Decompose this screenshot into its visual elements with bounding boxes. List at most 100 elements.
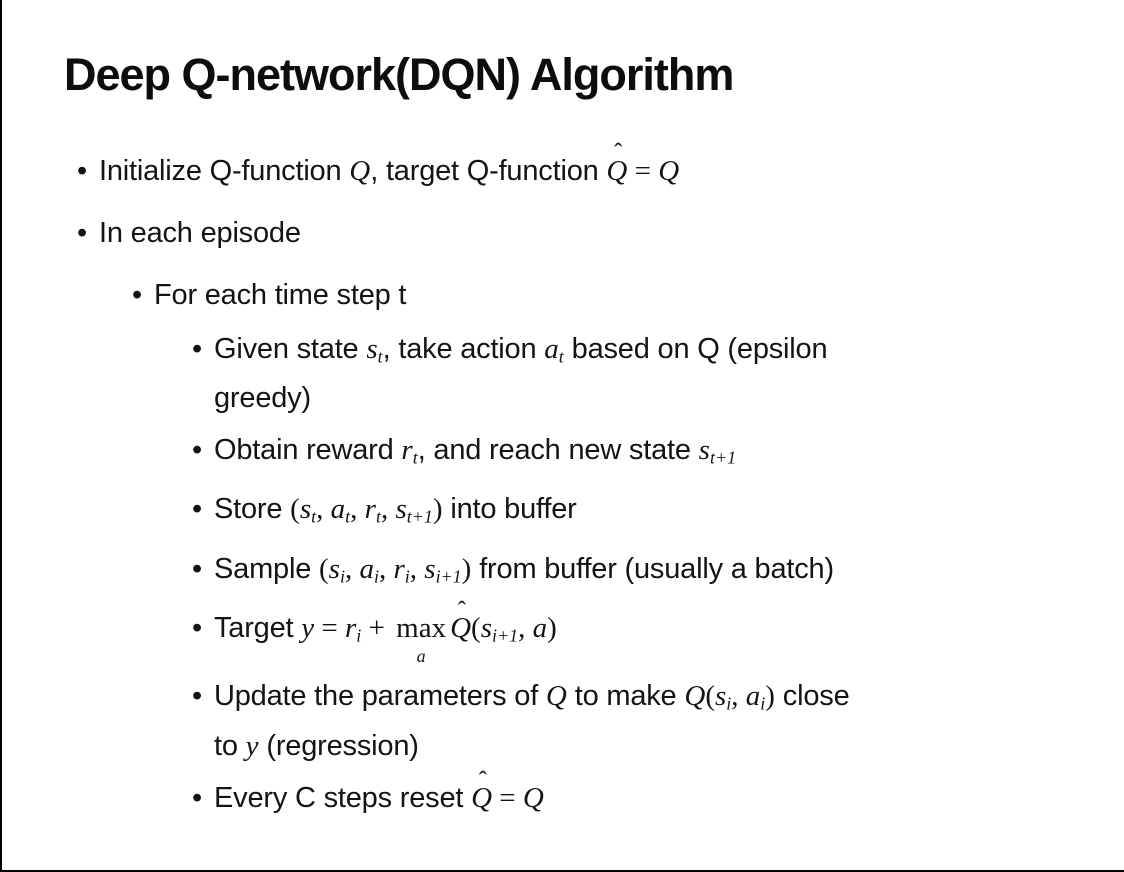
text-segment: Obtain reward [214,433,402,466]
math-variable: Q [606,154,628,187]
text-segment: to [214,729,246,762]
math-variable-subscript: ri [393,553,409,586]
math-symbol: ( [471,612,481,645]
bullet-line: Store (st, at, rt, st+1) into buffer [214,488,1096,537]
math-variable-subscript: ai [359,553,379,587]
bullet-content: In each episode [99,212,1096,254]
math-variable: s [366,332,378,365]
math-subscript: i [373,566,379,587]
math-subscript: t [375,506,381,527]
math-variable-subscript: rt [364,493,381,527]
math-variable: r [364,493,376,526]
bullet-content: Obtain reward rt, and reach new state st… [214,429,1096,478]
text-segment: (regression) [258,729,419,762]
math-symbol: ) [765,680,775,713]
math-subscript: i [760,693,766,714]
math-variable: r [345,612,357,645]
bullet-line: to y (regression) [214,725,1096,767]
bullet-list: •Initialize Q-function Q, target Q-funct… [64,140,1096,819]
text-segment: close [774,680,850,713]
math-variable-subscript: ri [345,612,362,646]
math-variable: Q [349,154,371,187]
text-segment: In each episode [99,216,301,249]
hat-accent-icon: ˆ [614,139,623,167]
bullet-icon: • [192,332,202,365]
math-variable: y [245,729,259,762]
math-subscript: t [377,345,383,366]
math-symbol: , [518,612,533,645]
math-variable: a [544,332,559,365]
math-subscript: t [558,345,564,366]
bullet-item: •Update the parameters of Q to make Q(si… [64,675,1096,766]
math-variable: a [532,612,548,645]
math-variable: y [301,612,315,645]
math-subscript: t [311,506,317,527]
math-symbol: ) [547,612,557,645]
math-symbol: = [627,154,659,187]
math-symbol: ( [705,680,715,713]
math-symbol: + [361,612,393,645]
bullet-item: •Sample (si, ai, ri, si+1) from buffer (… [64,548,1096,597]
text-segment: Update the parameters of [214,680,546,713]
bullet-content: Sample (si, ai, ri, si+1) from buffer (u… [214,548,1096,597]
bullet-line: Obtain reward rt, and reach new state st… [214,429,1096,478]
math-symbol: ( [290,493,300,526]
math-subscript: t [412,447,418,468]
hat-accent-icon: ˆ [457,597,466,625]
math-subscript: t [345,506,351,527]
math-under-variable: a [416,646,426,667]
math-variable: Q [658,154,680,187]
math-symbol: , [378,552,394,585]
bullet-item: •Store (st, at, rt, st+1) into buffer [64,488,1096,537]
text-segment: from buffer (usually a batch) [471,552,834,585]
hat-accent-icon: ˆ [478,766,487,794]
math-variable-subscript: st+1 [395,493,433,527]
bullet-icon: • [192,493,202,526]
text-segment: , target Q-function [370,154,607,187]
text-segment: Target [214,612,302,645]
bullet-line: For each time step t [154,274,1096,316]
math-variable-subscript: rt [401,434,418,468]
math-symbol: , [350,493,365,526]
math-subscript: i [356,625,362,646]
math-variable-subscript: st+1 [699,434,737,468]
math-variable: Q [522,781,544,814]
math-symbol: , [316,493,331,526]
math-variable-subscript: at [544,332,564,366]
math-variable: s [424,552,436,585]
math-variable: Q [471,781,493,814]
math-variable-subscript: si [329,553,345,587]
math-symbol: ) [461,552,472,585]
bullet-content: For each time step t [154,274,1096,316]
math-variable-subscript: si+1 [424,552,461,586]
bullet-icon: • [192,433,202,466]
bullet-icon: • [132,278,142,311]
math-subscript: t+1 [406,506,433,527]
math-variable: s [395,493,407,526]
bullet-line: Update the parameters of Q to make Q(si,… [214,675,1096,724]
math-subscript: i [339,566,345,587]
text-segment: Sample [214,552,319,585]
math-symbol: = [314,612,345,645]
bullet-item: •Initialize Q-function Q, target Q-funct… [64,140,1096,192]
math-variable-subscript: si [715,680,731,713]
bullet-content: Given state st, take action at based on … [214,328,1096,419]
math-symbol: , [380,493,396,526]
text-segment: greedy) [214,381,311,414]
text-segment: Initialize Q-function [99,154,350,187]
math-symbol: ) [432,493,443,526]
text-segment: into buffer [442,493,577,526]
bullet-content: Store (st, at, rt, st+1) into buffer [214,488,1096,537]
bullet-content: Update the parameters of Q to make Q(si,… [214,675,1096,766]
math-variable: a [745,680,761,713]
bullet-item: • Obtain reward rt, and reach new state s… [64,429,1096,478]
slide-title: Deep Q-network(DQN) Algorithm [64,49,734,100]
math-subscript: t+1 [709,447,737,468]
